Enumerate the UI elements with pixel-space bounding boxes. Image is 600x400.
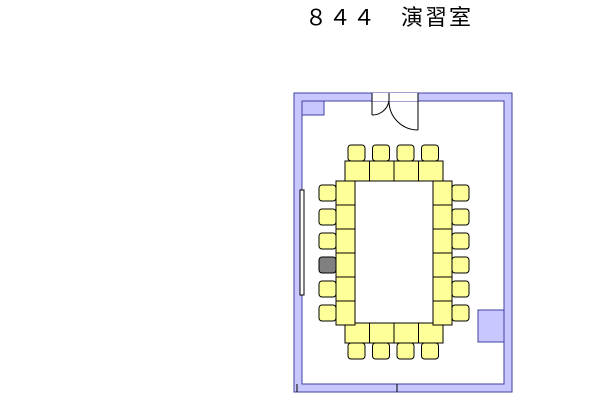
chair-icon[interactable] bbox=[451, 304, 470, 322]
chair-icon[interactable] bbox=[318, 184, 337, 202]
door-arc-right bbox=[388, 100, 419, 131]
table-right[interactable] bbox=[432, 276, 453, 302]
chair-icon[interactable] bbox=[347, 144, 366, 162]
table-top[interactable] bbox=[344, 160, 370, 182]
table-right[interactable] bbox=[432, 252, 453, 278]
table-left[interactable] bbox=[335, 252, 356, 278]
chair-icon[interactable] bbox=[451, 280, 470, 298]
door-arc-left bbox=[371, 100, 390, 116]
table-bottom[interactable] bbox=[344, 322, 370, 344]
table-right[interactable] bbox=[432, 300, 453, 326]
table-bottom[interactable] bbox=[369, 322, 395, 344]
table-bottom[interactable] bbox=[393, 322, 419, 344]
chair-icon[interactable] bbox=[318, 232, 337, 250]
chairs-layer bbox=[318, 144, 470, 360]
table-left[interactable] bbox=[335, 228, 356, 254]
table-right[interactable] bbox=[432, 204, 453, 230]
door-opening bbox=[372, 93, 418, 101]
chair-icon[interactable] bbox=[318, 208, 337, 226]
table-top[interactable] bbox=[369, 160, 395, 182]
chair-icon[interactable] bbox=[421, 342, 439, 360]
chair-icon[interactable] bbox=[451, 208, 470, 226]
chair-icon[interactable] bbox=[347, 342, 366, 360]
table-opening[interactable] bbox=[354, 180, 434, 324]
table-top[interactable] bbox=[418, 160, 444, 182]
table-bottom[interactable] bbox=[418, 322, 444, 344]
chair-icon[interactable] bbox=[396, 144, 415, 162]
chair-icon[interactable] bbox=[372, 342, 390, 360]
table-left[interactable] bbox=[335, 276, 356, 302]
chair-icon[interactable] bbox=[318, 280, 337, 298]
door-swing-icon[interactable] bbox=[371, 93, 419, 131]
corner-pillar-bottom-right bbox=[477, 309, 505, 343]
chair-icon[interactable] bbox=[451, 232, 470, 250]
chair-icon[interactable] bbox=[451, 184, 470, 202]
table-left[interactable] bbox=[335, 180, 356, 206]
chair-icon-highlighted[interactable] bbox=[318, 256, 337, 274]
chair-icon[interactable] bbox=[421, 144, 439, 162]
table-left[interactable] bbox=[335, 204, 356, 230]
chair-icon[interactable] bbox=[451, 256, 470, 274]
tables-layer bbox=[335, 160, 453, 344]
table-right[interactable] bbox=[432, 228, 453, 254]
table-top[interactable] bbox=[393, 160, 419, 182]
corner-pillar-top-left bbox=[301, 100, 325, 116]
table-left[interactable] bbox=[335, 300, 356, 326]
chair-icon[interactable] bbox=[396, 342, 415, 360]
chair-icon[interactable] bbox=[372, 144, 390, 162]
chair-icon[interactable] bbox=[318, 304, 337, 322]
table-right[interactable] bbox=[432, 180, 453, 206]
whiteboard bbox=[299, 189, 305, 296]
room-title: ８４４ 演習室 bbox=[305, 6, 474, 31]
